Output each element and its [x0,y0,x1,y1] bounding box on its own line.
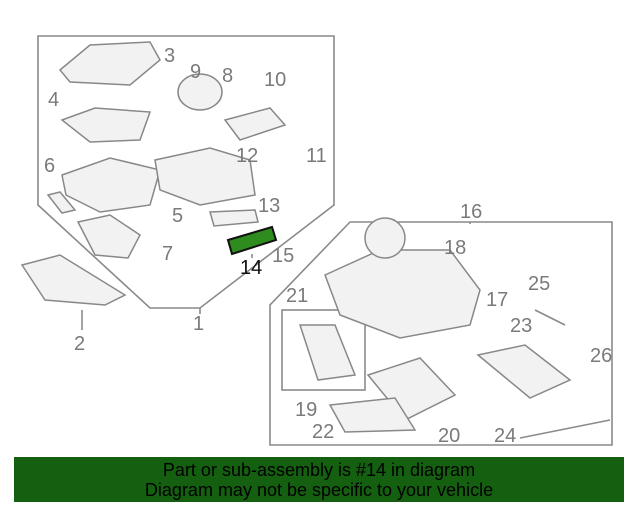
banner-line-1: Part or sub-assembly is #14 in diagram [162,460,476,480]
callout-17[interactable]: 17 [486,289,508,311]
callout-18[interactable]: 18 [444,237,466,259]
banner-line-2: Diagram may not be specific to your vehi… [144,480,494,500]
part-housing-upper [154,147,256,206]
callout-12[interactable]: 12 [236,145,258,167]
part-7-seal [76,214,141,259]
callout-20[interactable]: 20 [438,425,460,447]
callout-13[interactable]: 13 [258,195,280,217]
callout-10[interactable]: 10 [264,69,286,91]
part-17-panel [324,249,481,339]
part-4-gasket [60,107,152,143]
part-14-highlighted [226,225,278,256]
callout-25[interactable]: 25 [528,273,550,295]
callout-2[interactable]: 2 [74,333,85,355]
callout-7[interactable]: 7 [162,243,173,265]
callout-19[interactable]: 19 [295,399,317,421]
callout-15[interactable]: 15 [272,245,294,267]
callout-4[interactable]: 4 [48,89,59,111]
callout-16[interactable]: 16 [460,201,482,223]
notice-banner: Part or sub-assembly is #14 in diagram D… [14,457,624,502]
callout-5[interactable]: 5 [172,205,183,227]
part-19-grille [298,324,357,381]
part-3-cover [58,41,161,86]
part-13-pad [209,209,259,227]
part-10-harness [223,107,287,141]
callout-3[interactable]: 3 [164,45,175,67]
callout-26[interactable]: 26 [590,345,612,367]
callout-11[interactable]: 11 [306,145,327,167]
part-22-frame [328,397,417,433]
part-24-strip [519,419,611,439]
part-18-fan-cover [364,217,406,259]
part-25-rod [534,309,566,326]
subassembly-19-box [281,309,366,391]
callout-14-highlighted[interactable]: 14 [240,257,262,279]
callout-24[interactable]: 24 [494,425,516,447]
part-6-filter [46,191,77,214]
part-23-condenser [476,344,572,399]
part-5-housing [61,157,161,213]
callout-21[interactable]: 21 [286,285,308,307]
part-2-gasket [20,254,127,306]
callout-6[interactable]: 6 [44,155,55,177]
callout-22[interactable]: 22 [312,421,334,443]
right-assembly-outline [269,221,613,446]
callout-9[interactable]: 9 [190,61,201,83]
callout-1[interactable]: 1 [193,313,204,335]
part-8-blower [177,73,223,111]
callout-8[interactable]: 8 [222,65,233,87]
callout-23[interactable]: 23 [510,315,532,337]
